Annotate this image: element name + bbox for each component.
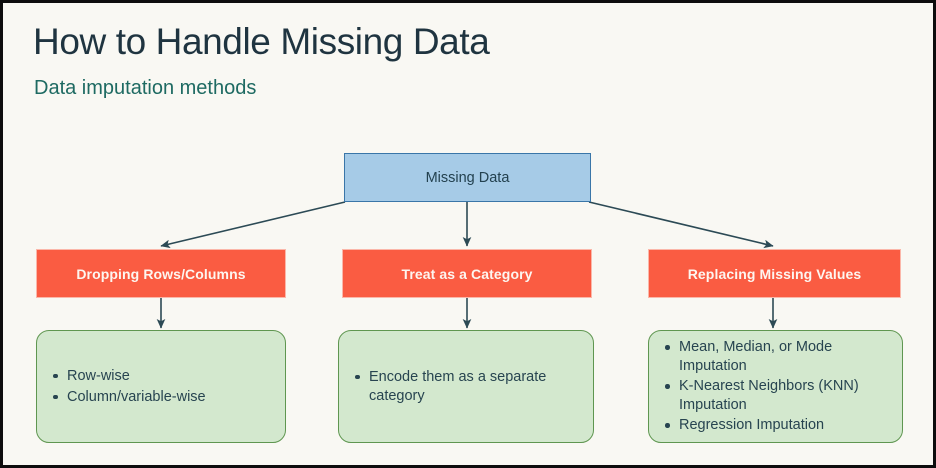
node-treat-as-a-category-label: Treat as a Category: [401, 265, 533, 282]
list-item: Regression Imputation: [665, 416, 890, 435]
list-item: Encode them as a separate category: [355, 368, 581, 406]
detail-list-replacing: Mean, Median, or Mode Imputation K-Neare…: [649, 338, 902, 435]
page-subtitle: Data imputation methods: [34, 77, 257, 99]
node-replacing-missing-values[interactable]: Replacing Missing Values: [648, 249, 901, 298]
node-dropping-rows-columns-label: Dropping Rows/Columns: [76, 265, 246, 282]
node-replacing-missing-values-label: Replacing Missing Values: [687, 265, 862, 282]
node-treat-as-a-category[interactable]: Treat as a Category: [342, 249, 592, 298]
node-missing-data[interactable]: Missing Data: [344, 153, 591, 202]
detail-box-replacing[interactable]: Mean, Median, or Mode Imputation K-Neare…: [648, 330, 903, 443]
detail-list-dropping: Row-wise Column/variable-wise: [37, 367, 285, 407]
node-missing-data-label: Missing Data: [425, 169, 510, 186]
list-item: K-Nearest Neighbors (KNN) Imputation: [665, 377, 890, 414]
page-title: How to Handle Missing Data: [33, 21, 490, 62]
connector-root-to-branch-3: [588, 201, 774, 249]
list-item: Mean, Median, or Mode Imputation: [665, 338, 890, 375]
detail-list-treat-as-category: Encode them as a separate category: [339, 368, 593, 406]
list-item: Column/variable-wise: [53, 388, 273, 407]
list-item: Row-wise: [53, 367, 273, 386]
node-dropping-rows-columns[interactable]: Dropping Rows/Columns: [36, 249, 286, 298]
detail-box-dropping[interactable]: Row-wise Column/variable-wise: [36, 330, 286, 443]
connector-root-to-branch-1: [160, 201, 346, 249]
detail-box-treat-as-category[interactable]: Encode them as a separate category: [338, 330, 594, 443]
